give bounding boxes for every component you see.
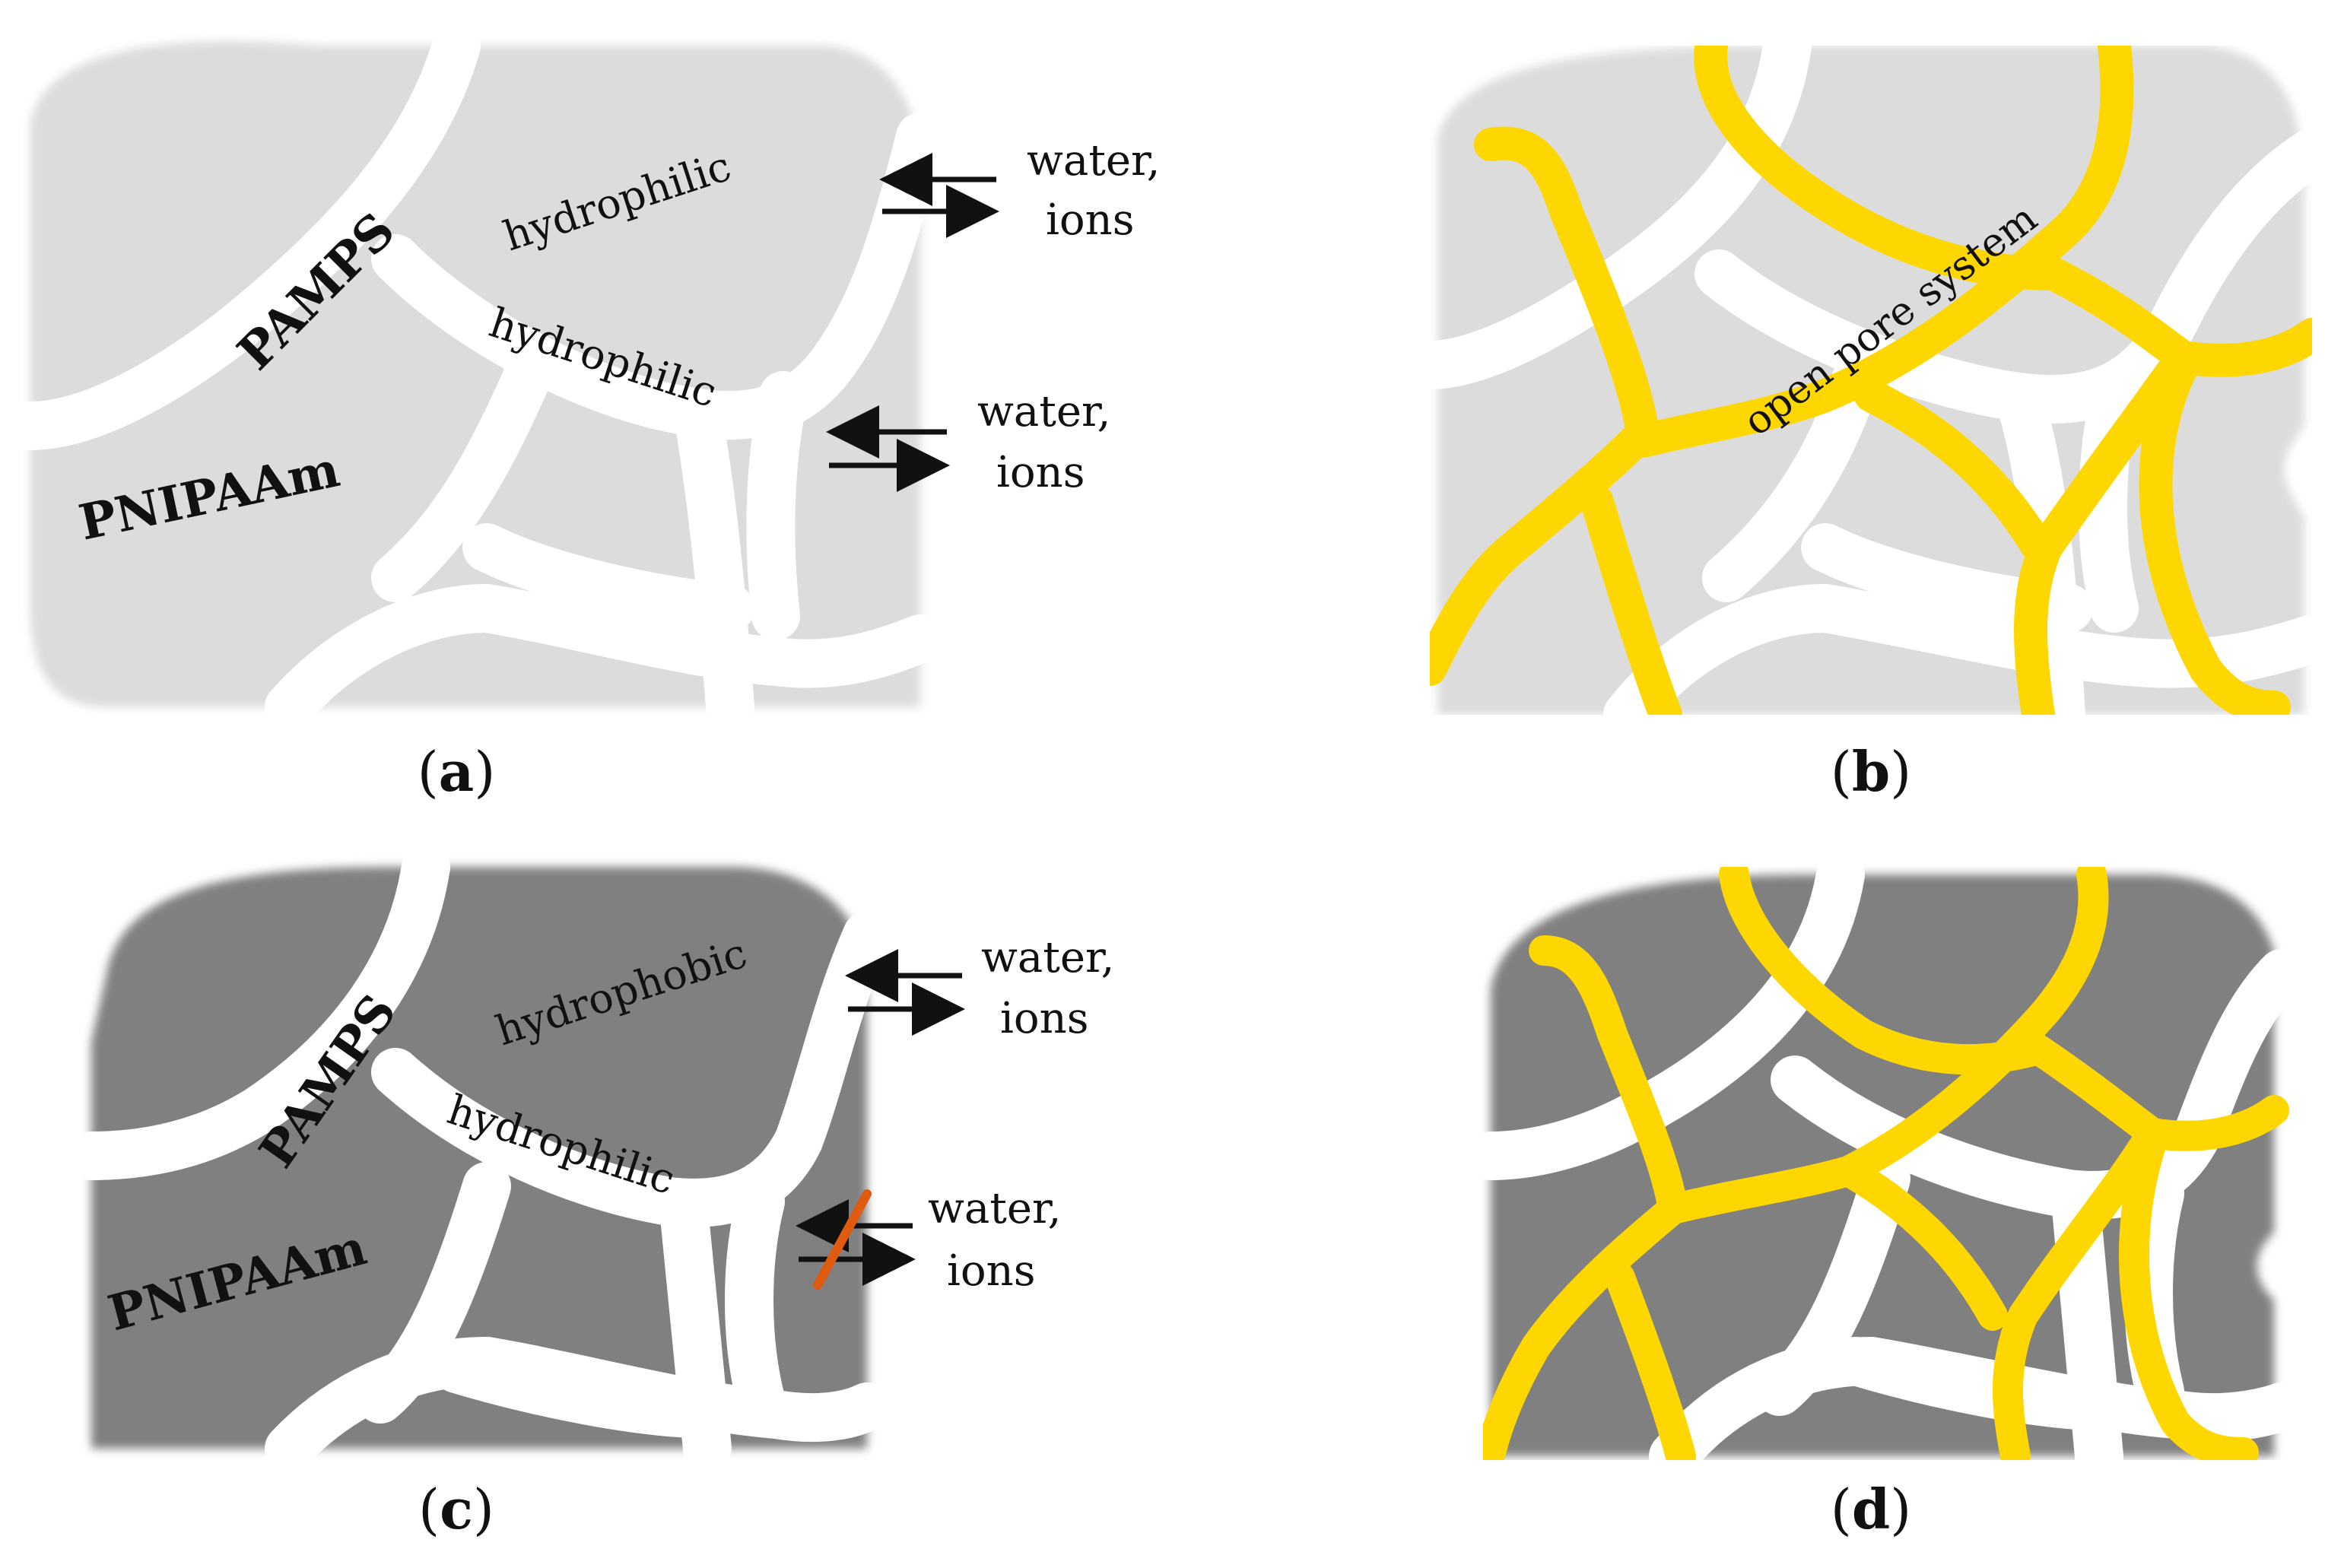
caption-b: (b) bbox=[1831, 739, 1912, 804]
panel-a: PAMPS PNIPAAm hydrophilic hydrophilic wa… bbox=[6, 21, 1160, 804]
pore-network-d bbox=[1483, 867, 2289, 1460]
caption-a: (a) bbox=[418, 739, 496, 804]
exchange-arrows-1-c bbox=[845, 949, 965, 1036]
ions-label-1-c: ions bbox=[1000, 994, 1088, 1043]
exchange-arrows-1-a bbox=[879, 153, 999, 238]
caption-d: (d) bbox=[1831, 1477, 1912, 1541]
blocked-marker-c bbox=[813, 1189, 872, 1290]
polymer-channels-a bbox=[6, 21, 945, 732]
panel-b: open pore system bbox=[1430, 46, 2312, 715]
panel-c: PAMPS PNIPAAm hydrophobic hydrophilic wa… bbox=[67, 843, 1114, 1541]
polymer-channels-b bbox=[1430, 46, 2312, 715]
ions-label-2-a: ions bbox=[996, 448, 1085, 497]
caption-c: (c) bbox=[418, 1477, 494, 1541]
water-label-2-a: water, bbox=[977, 387, 1110, 436]
open-pore-network-b bbox=[1430, 46, 2312, 715]
blocked-arrows-c bbox=[796, 1199, 916, 1286]
ions-label-1-a: ions bbox=[1046, 195, 1134, 245]
water-label-1-a: water, bbox=[1027, 136, 1160, 186]
exchange-arrows-2-a bbox=[826, 405, 950, 492]
water-label-1-c: water, bbox=[981, 933, 1114, 982]
panel-d bbox=[1483, 867, 2306, 1460]
water-label-2-c: water, bbox=[928, 1184, 1061, 1233]
ions-label-2-c: ions bbox=[947, 1246, 1035, 1296]
polymer-channels-c bbox=[67, 843, 891, 1473]
